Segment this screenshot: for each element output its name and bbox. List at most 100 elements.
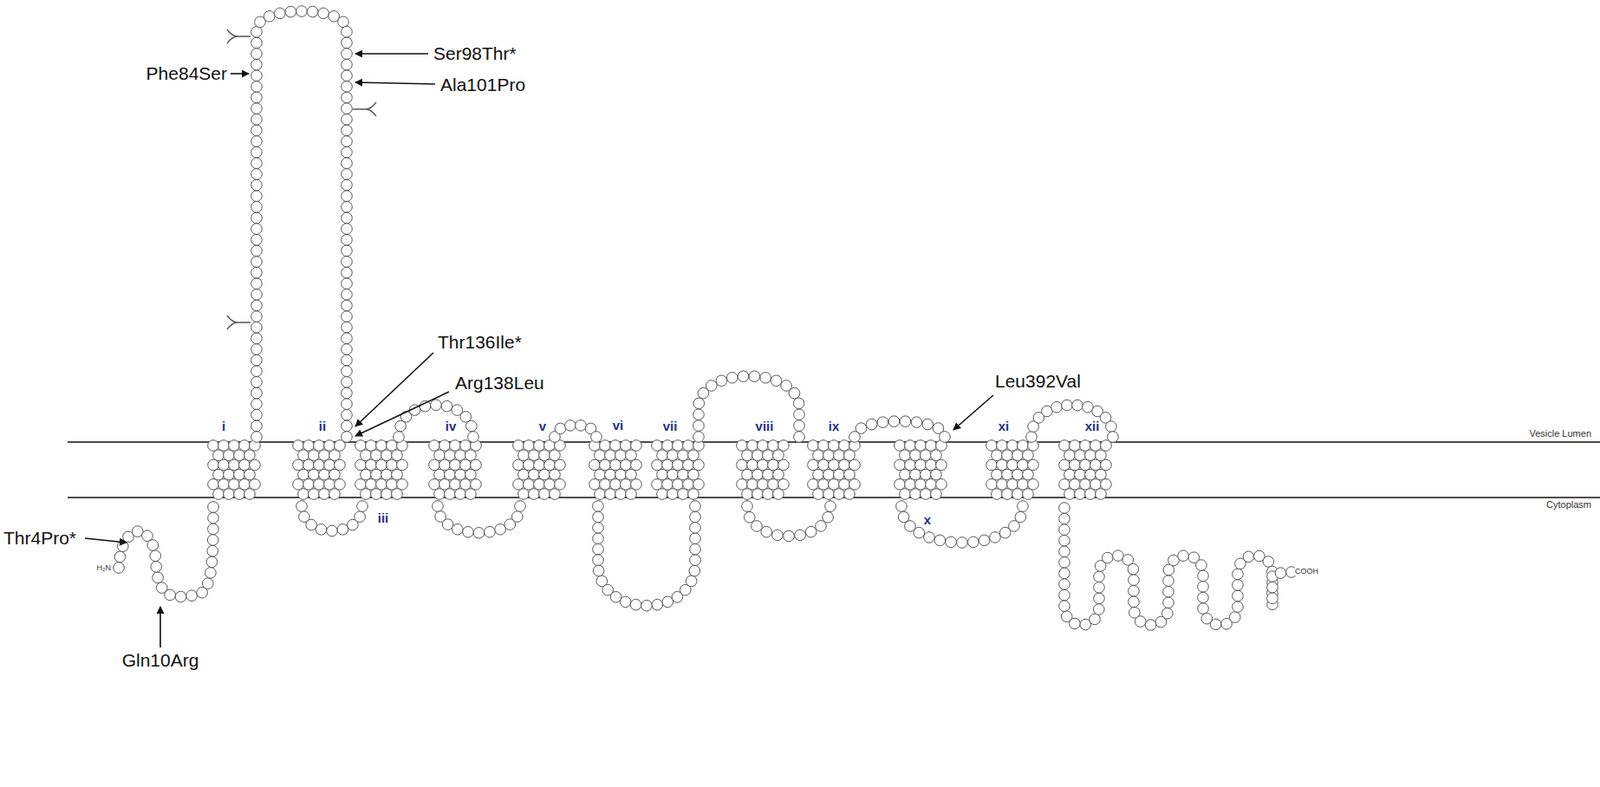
residue-circle	[1197, 591, 1210, 604]
residue-circle	[251, 37, 263, 49]
residue-chain	[113, 6, 1298, 631]
residue-circle	[1074, 449, 1087, 462]
compartment-label: Vesicle Lumen	[1527, 428, 1594, 440]
residue-circle	[818, 440, 830, 452]
residue-circle	[1127, 563, 1139, 575]
residue-circle	[429, 479, 441, 491]
residue-circle	[651, 459, 664, 471]
residue-circle	[839, 459, 851, 471]
residue-circle	[1012, 488, 1024, 501]
residue-circle	[865, 418, 878, 430]
residue-circle	[484, 526, 496, 538]
leader-arrow	[355, 82, 436, 85]
residue-circle	[1196, 559, 1208, 572]
residue-circle	[341, 344, 353, 356]
residue-circle	[620, 479, 632, 491]
residue-circle	[149, 550, 162, 562]
residue-circle	[218, 479, 230, 491]
residue-circle	[833, 449, 846, 462]
residue-circle	[1007, 459, 1019, 471]
residue-circle	[592, 533, 605, 545]
residue-circle	[298, 449, 310, 462]
residue-circle	[991, 488, 1003, 501]
residue-circle	[549, 468, 561, 481]
mutation-label: Thr4Pro*	[3, 527, 77, 549]
residue-circle	[326, 525, 339, 537]
residue-circle	[1163, 597, 1175, 609]
residue-circle	[1022, 488, 1035, 501]
helix-number: ii	[318, 418, 327, 434]
residue-circle	[318, 449, 331, 462]
residue-circle	[341, 113, 353, 125]
residue-circle	[381, 449, 393, 462]
residue-circle	[334, 459, 346, 471]
residue-circle	[441, 400, 453, 412]
residue-circle	[986, 479, 998, 491]
residue-circle	[313, 479, 326, 491]
helix-number: viii	[754, 418, 775, 434]
residue-circle	[1012, 468, 1024, 481]
residue-circle	[341, 234, 353, 246]
residue-circle	[1014, 511, 1027, 523]
residue-circle	[592, 565, 605, 577]
residue-circle	[1085, 468, 1097, 481]
residue-circle	[706, 380, 718, 392]
residue-circle	[630, 459, 643, 471]
residue-circle	[767, 479, 780, 491]
residue-circle	[757, 440, 769, 452]
residue-circle	[1059, 557, 1071, 569]
residue-circle	[736, 440, 748, 452]
residue-circle	[770, 375, 782, 387]
residue-circle	[318, 7, 330, 20]
residue-circle	[341, 157, 353, 170]
residue-circle	[773, 449, 785, 462]
residue-circle	[341, 212, 353, 224]
residue-circle	[444, 488, 456, 501]
residue-circle	[164, 589, 176, 601]
residue-circle	[1197, 603, 1210, 615]
residue-circle	[533, 459, 546, 471]
residue-circle	[337, 524, 349, 536]
residue-circle	[386, 459, 398, 471]
leader-arrow	[953, 395, 994, 430]
residue-circle	[239, 479, 251, 491]
glycan-symbol	[227, 29, 251, 44]
residue-circle	[1059, 546, 1071, 558]
residue-circle	[1089, 613, 1101, 625]
residue-circle	[1162, 607, 1174, 619]
residue-circle	[904, 479, 917, 491]
residue-circle	[313, 459, 326, 471]
residue-circle	[760, 372, 772, 384]
residue-circle	[651, 479, 664, 491]
helix-number: xi	[997, 418, 1011, 434]
residue-circle	[1128, 596, 1140, 608]
residue-circle	[244, 468, 256, 481]
residue-circle	[439, 440, 451, 452]
residue-circle	[114, 551, 126, 563]
residue-circle	[934, 534, 946, 547]
residue-circle	[313, 440, 326, 452]
residue-circle	[251, 58, 263, 71]
residue-circle	[251, 81, 263, 93]
residue-circle	[391, 449, 404, 462]
residue-circle	[773, 468, 785, 481]
residue-circle	[113, 562, 125, 574]
residue-circle	[1061, 399, 1074, 411]
residue-circle	[131, 526, 144, 538]
residue-circle	[1079, 459, 1092, 471]
residue-circle	[370, 488, 383, 501]
residue-circle	[315, 524, 327, 536]
residue-circle	[767, 459, 780, 471]
residue-circle	[849, 459, 861, 471]
residue-circle	[1168, 554, 1180, 566]
residue-circle	[539, 468, 551, 481]
residue-circle	[249, 459, 261, 471]
residue-circle	[544, 479, 556, 491]
residue-circle	[470, 459, 482, 471]
residue-circle	[175, 591, 187, 603]
glycan-symbol	[352, 102, 377, 117]
residue-circle	[1267, 581, 1279, 593]
residue-circle	[904, 440, 917, 452]
residue-circle	[689, 533, 702, 545]
